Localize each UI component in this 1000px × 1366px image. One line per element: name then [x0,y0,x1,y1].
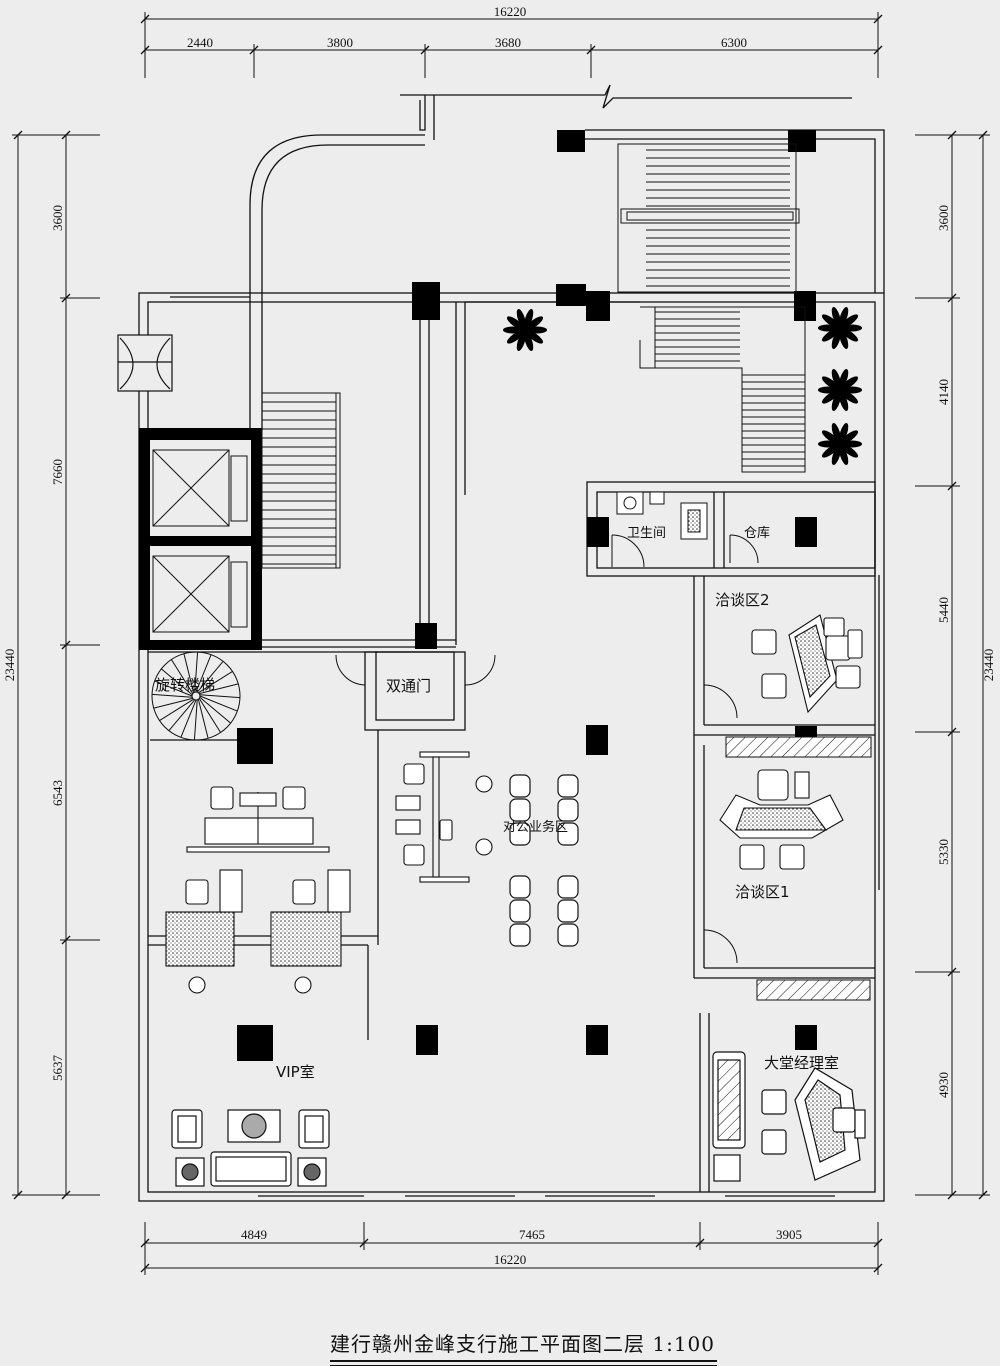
dim-left-2: 7660 [50,459,65,485]
dim-left-3: 6543 [50,780,65,806]
label-office-area: 对公业务区 [503,819,568,835]
dimensions [12,12,990,1275]
dimension-ticks [13,14,988,1273]
annex-stair [617,143,800,293]
plant-icon [818,369,862,411]
dim-right-total: 23440 [981,649,996,682]
door-swing-icon [703,929,738,964]
main-stair-treads [262,401,336,565]
dim-bottom-total: 16220 [494,1252,527,1267]
spiral-stair-icon [151,651,241,741]
cabinet-strip [725,736,872,758]
label-storage: 仓库 [744,525,770,541]
label-meeting1: 洽谈区1 [735,883,790,901]
entry-door-swing [117,334,173,392]
label-vip: VIP室 [276,1063,315,1081]
dim-top-1: 2440 [187,35,213,50]
label-lobby-manager: 大堂经理室 [764,1054,839,1072]
annex-stair-treads [646,149,790,287]
dim-top-2: 3800 [327,35,353,50]
main-stair [261,392,341,569]
lobby-manager-furniture [712,1051,866,1182]
dim-right-4: 5330 [936,839,951,865]
label-restroom: 卫生间 [627,526,666,541]
dim-top-total: 16220 [494,4,527,19]
label-double-door: 双通门 [386,677,431,695]
dim-left-4: 5637 [50,1055,65,1082]
vip-furniture [171,1109,330,1187]
waiting-chairs [509,774,579,947]
elevator-shafts [139,428,262,650]
office-workstations [395,751,493,883]
meeting2-furniture [751,614,863,714]
dim-right-2: 4140 [936,379,951,405]
l-stair [639,306,806,473]
dim-left-total: 23440 [2,649,17,682]
walls [138,84,885,1202]
dim-left-1: 3600 [50,205,65,231]
door-swing-icon [703,684,738,719]
plant-icon [503,309,547,351]
dim-bottom-3: 3905 [776,1227,802,1242]
left-offices-furniture [165,786,351,994]
label-meeting2: 洽谈区2 [715,591,770,609]
columns [237,130,817,1061]
dim-right-3: 5440 [936,597,951,623]
label-spiral-stair: 旋转楼梯 [155,676,215,694]
restroom-fixtures [611,491,759,568]
drawing-title: 建行赣州金峰支行施工平面图二层 1:100 [330,1328,717,1366]
plant-icon [818,307,862,349]
dim-top-4: 6300 [721,35,747,50]
dim-top-3: 3680 [495,35,521,50]
double-door-swing [335,654,496,686]
dim-bottom-1: 4849 [241,1227,267,1242]
dim-right-5: 4930 [936,1072,951,1098]
meeting1-furniture [719,769,844,870]
plant-icon [818,423,862,465]
dim-bottom-2: 7465 [519,1227,545,1242]
cabinet-strip [756,979,871,1001]
dim-right-1: 3600 [936,205,951,231]
l-stair-treads [655,311,805,467]
